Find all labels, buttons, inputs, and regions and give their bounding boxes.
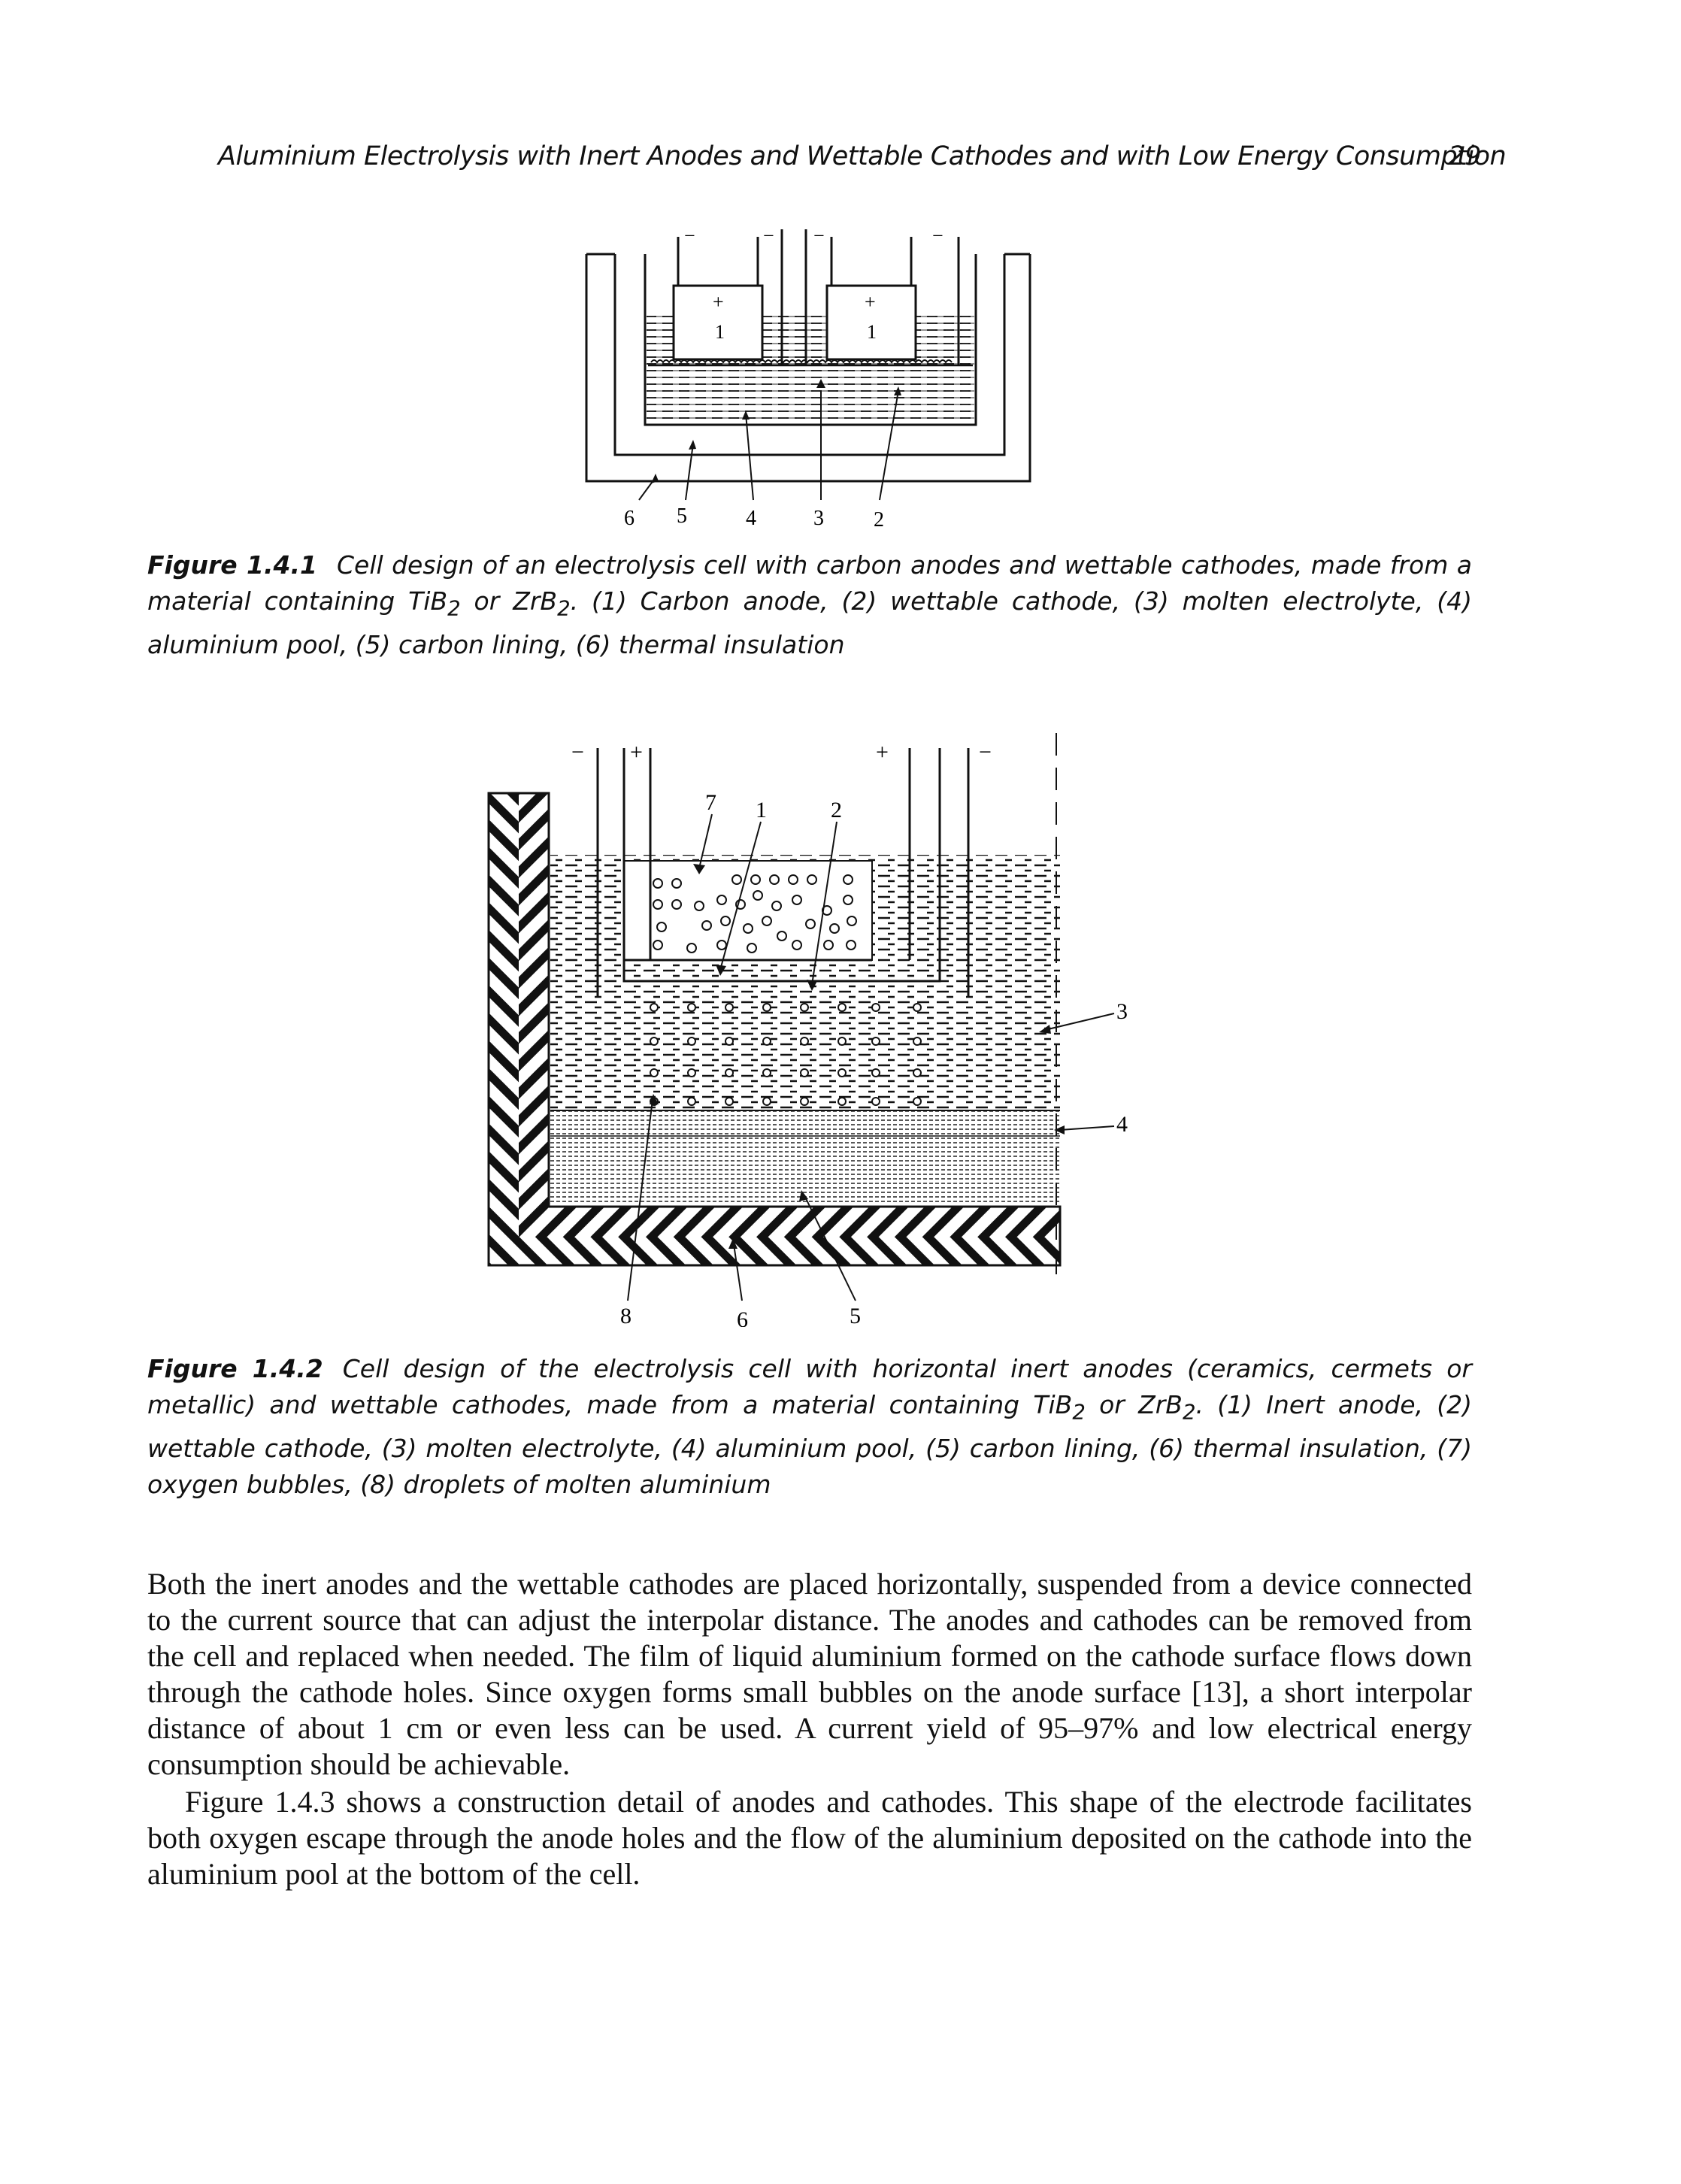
figure-1-caption-a: Cell design of an electrolysis cell with… — [147, 550, 1472, 616]
running-header: Aluminium Electrolysis with Inert Anodes… — [218, 141, 1507, 171]
figure-2-caption-a: Cell design of the electrolysis cell wit… — [147, 1354, 1472, 1419]
plus-label-left: + — [630, 740, 643, 765]
carbon-anode-left — [672, 237, 764, 361]
label-7: 7 — [705, 790, 716, 815]
figure-1-sub-1: 2 — [447, 596, 461, 621]
label-8: 8 — [620, 1304, 632, 1327]
figure-2-leader-lines — [627, 813, 1115, 1301]
cell-outline — [585, 253, 1031, 483]
label-6: 6 — [737, 1307, 748, 1327]
minus-label-4: − — [932, 226, 943, 247]
oxygen-bubbles — [653, 874, 857, 953]
figure-2-caption-b: . (1) Inert anode, (2) wettable cathode,… — [147, 1390, 1472, 1499]
minus-label-1: − — [684, 226, 695, 247]
label-2: 2 — [831, 798, 842, 822]
plus-label-1: + — [713, 291, 724, 313]
anode-label-1: 1 — [715, 321, 725, 343]
figure-1-caption-or: or ZrB — [460, 586, 558, 616]
figure-1-sub-2: 2 — [557, 596, 571, 621]
page-number: 29 — [1448, 141, 1481, 171]
label-4: 4 — [746, 507, 756, 530]
aluminium-droplets — [650, 1003, 922, 1106]
minus-label-left: − — [571, 740, 584, 765]
figure-2-sub-2: 2 — [1182, 1400, 1196, 1425]
label-3: 3 — [1116, 999, 1128, 1024]
label-1: 1 — [756, 798, 767, 822]
wettable-cathode-surface — [650, 359, 953, 364]
figure-2-sub-1: 2 — [1072, 1400, 1086, 1425]
figure-2-label: Figure 1.4.2 — [147, 1354, 323, 1383]
label-6: 6 — [624, 507, 635, 530]
body-paragraph-2: Figure 1.4.3 shows a construction detail… — [147, 1785, 1472, 1891]
carbon-anode-right — [825, 237, 917, 361]
running-title: Aluminium Electrolysis with Inert Anodes… — [218, 141, 1507, 171]
body-paragraph-1: Both the inert anodes and the wettable c… — [147, 1567, 1472, 1781]
figure-2-caption-or: or ZrB — [1085, 1390, 1183, 1419]
figure-1-4-2-diagram: − + + − 7 1 2 3 4 8 6 5 — [487, 733, 1128, 1327]
aluminium-pool — [550, 1110, 1060, 1205]
figure-1-4-1-diagram: − − − − + + 1 1 6 5 4 3 2 — [585, 226, 1031, 532]
label-3: 3 — [813, 507, 824, 530]
label-5: 5 — [850, 1304, 861, 1327]
figure-1-caption-b: . (1) Carbon anode, (2) wettable cathode… — [147, 586, 1472, 659]
plus-label-right: + — [876, 740, 889, 765]
anode-label-2: 1 — [867, 321, 877, 343]
minus-label-right: − — [979, 740, 992, 765]
label-5: 5 — [677, 504, 687, 528]
minus-label-2: − — [763, 226, 774, 247]
minus-label-3: − — [813, 226, 825, 247]
figure-1-label: Figure 1.4.1 — [147, 550, 317, 580]
plus-label-2: + — [865, 291, 876, 313]
label-2: 2 — [874, 508, 884, 532]
label-4: 4 — [1116, 1112, 1128, 1137]
